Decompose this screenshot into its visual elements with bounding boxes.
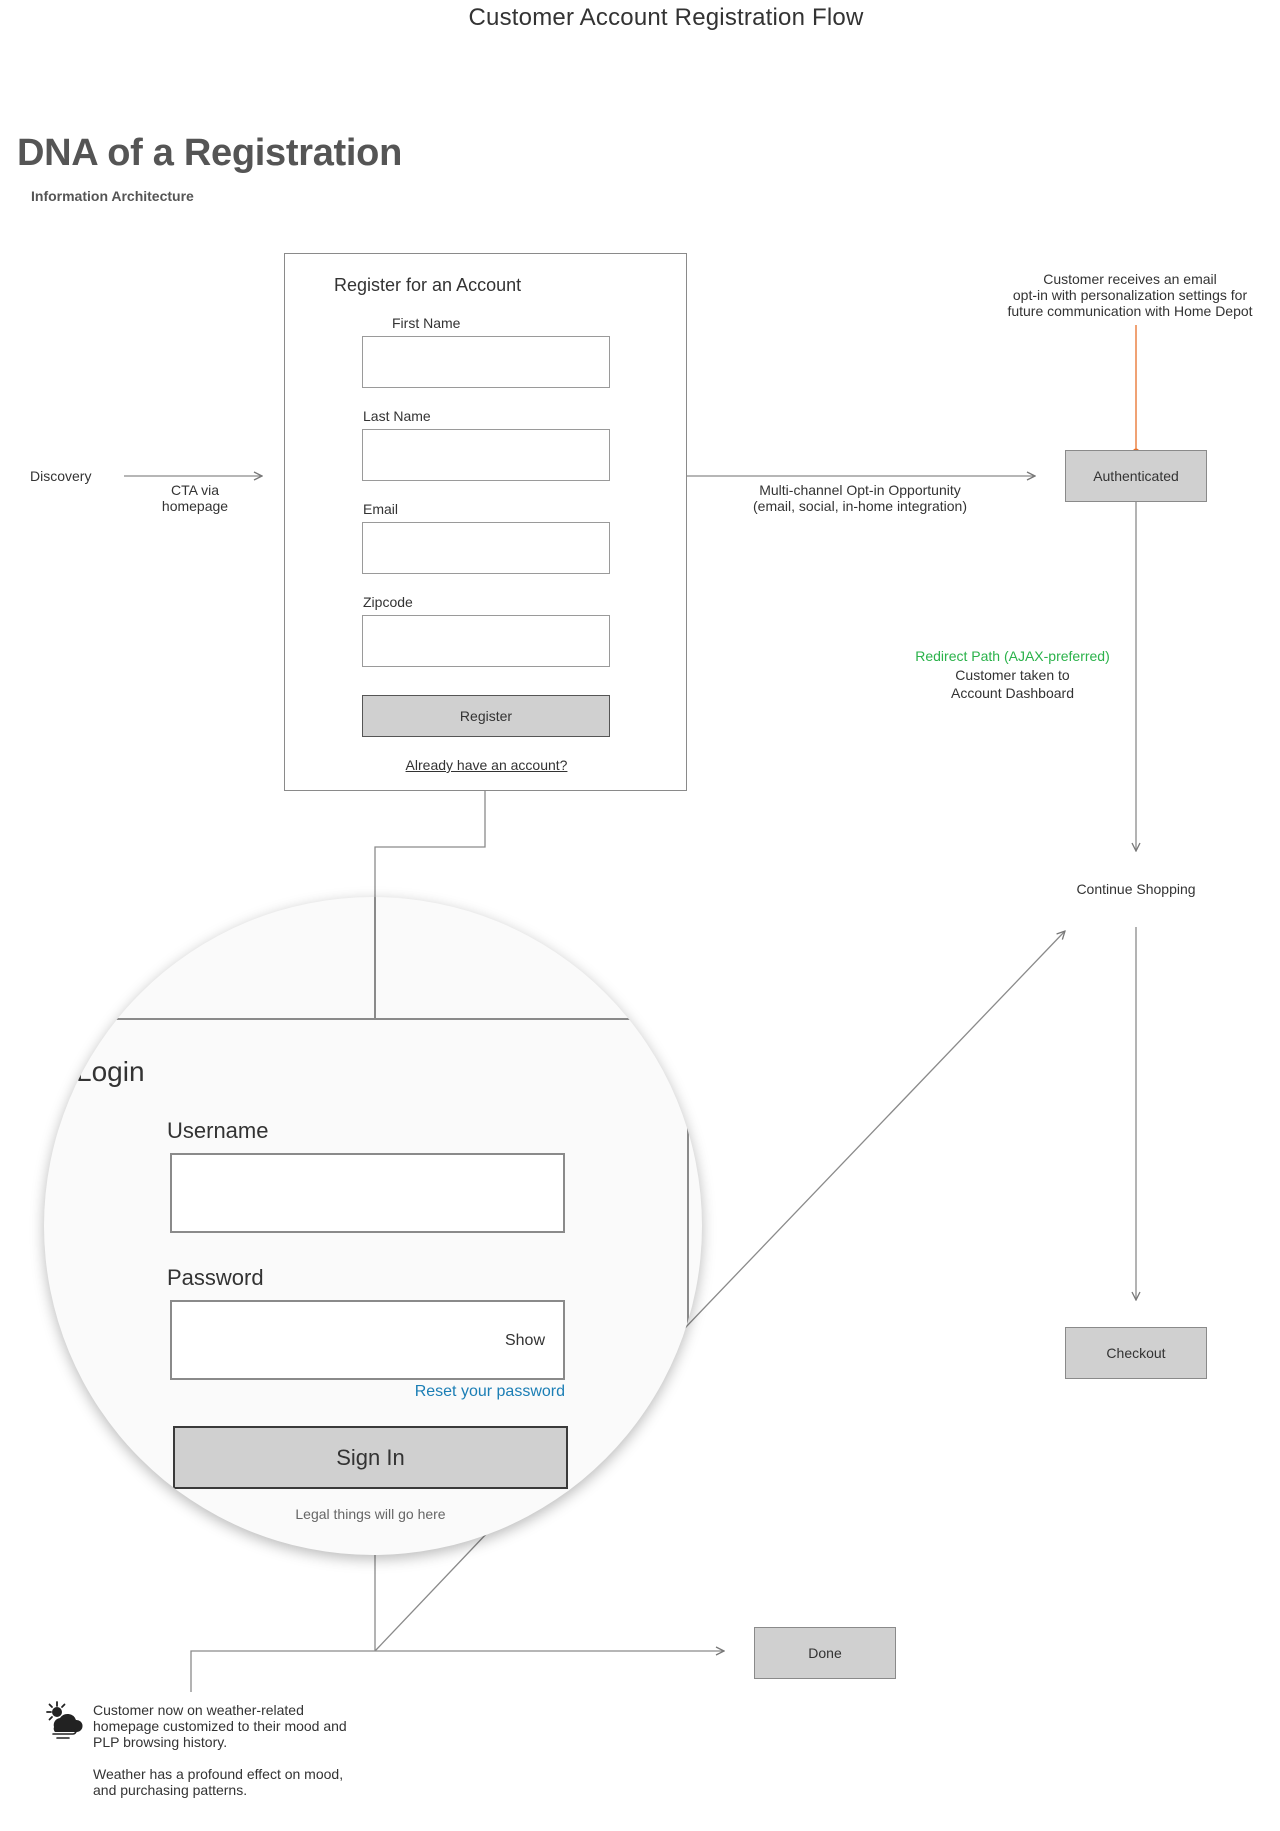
first-name-field[interactable] <box>362 336 610 388</box>
partly-cloudy-windy-icon <box>46 1701 83 1739</box>
login-magnifier: Login Username Password Show Reset your … <box>44 897 702 1555</box>
checkout-node: Checkout <box>1065 1327 1207 1379</box>
already-have-account-link[interactable]: Already have an account? <box>405 757 568 773</box>
password-label: Password <box>167 1265 264 1290</box>
weather-note-line1: Customer now on weather-related homepage… <box>93 1702 347 1750</box>
register-form-card: Register for an Account First Name Last … <box>284 253 687 791</box>
zipcode-label: Zipcode <box>363 594 413 610</box>
redirect-path-label: Redirect Path (AJAX-preferred) <box>915 648 1110 664</box>
continue-shopping-label: Continue Shopping <box>1076 881 1196 897</box>
connector-branch-to-weather <box>190 1650 375 1692</box>
sign-in-button[interactable]: Sign In <box>173 1426 568 1489</box>
password-field[interactable]: Show <box>170 1300 565 1380</box>
redirect-note: Customer taken to Account Dashboard <box>951 667 1074 701</box>
weather-note: Customer now on weather-related homepage… <box>93 1702 353 1798</box>
weather-note-line2: Weather has a profound effect on mood, a… <box>93 1766 344 1798</box>
register-form-title: Register for an Account <box>334 275 522 295</box>
optin-label: Multi-channel Opt-in Opportunity (email,… <box>753 482 967 514</box>
email-field[interactable] <box>362 522 610 574</box>
connector-login-to-branch <box>374 1530 490 1652</box>
last-name-field[interactable] <box>362 429 610 481</box>
authenticated-node: Authenticated <box>1065 450 1207 502</box>
sub-heading: Information Architecture <box>31 188 194 204</box>
username-label: Username <box>167 1118 269 1143</box>
reset-password-link[interactable]: Reset your password <box>414 1383 565 1400</box>
zipcode-field[interactable] <box>362 615 610 667</box>
first-name-label: First Name <box>392 315 461 331</box>
cta-label: CTA via homepage <box>161 482 229 514</box>
login-card-outline <box>44 897 689 1337</box>
done-node: Done <box>754 1627 896 1679</box>
register-button[interactable]: Register <box>362 695 610 737</box>
page-title: Customer Account Registration Flow <box>468 4 864 31</box>
discovery-label: Discovery <box>30 468 92 484</box>
arrow-login-to-continue <box>684 931 1065 1329</box>
main-heading: DNA of a Registration <box>17 132 402 174</box>
email-optin-note: Customer receives an email opt-in with p… <box>1007 271 1253 319</box>
show-password-toggle[interactable]: Show <box>504 1332 545 1349</box>
email-label: Email <box>363 501 399 517</box>
legal-text: Legal things will go here <box>295 1506 446 1522</box>
last-name-label: Last Name <box>363 408 431 424</box>
username-field[interactable] <box>170 1153 565 1233</box>
login-title: Login <box>76 1056 145 1087</box>
